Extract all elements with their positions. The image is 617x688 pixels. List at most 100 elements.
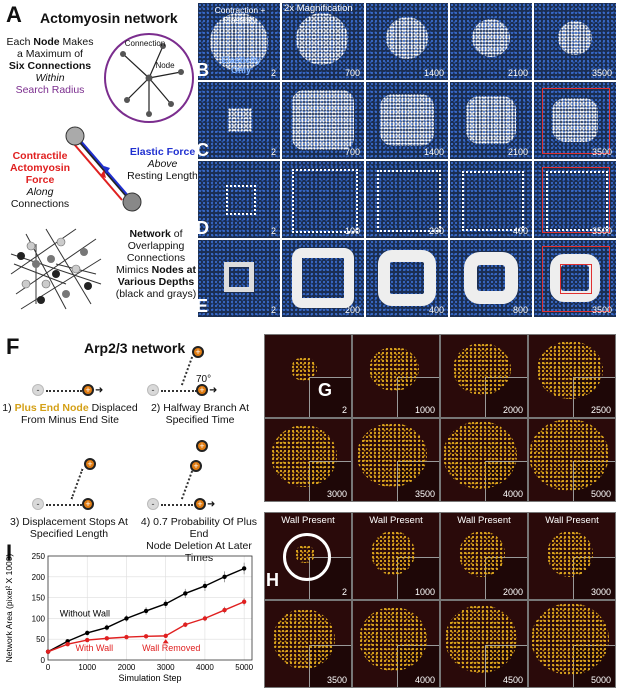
tile-b-2: 700 — [281, 2, 365, 81]
y-tick-label: 150 — [32, 594, 46, 603]
y-tick-label: 100 — [32, 614, 46, 623]
data-point — [104, 625, 110, 630]
minus-node-2: - — [147, 384, 159, 396]
plus-node-4a: + — [194, 498, 206, 510]
y-tick-label: 50 — [36, 635, 45, 644]
data-point — [241, 599, 247, 604]
tile-d-2: 100 — [281, 160, 365, 239]
data-point — [124, 616, 129, 621]
data-point — [85, 637, 90, 643]
step-1-text: 1) Plus End Node Displaced From Minus En… — [2, 402, 138, 426]
network-overlap-text: Network of Overlapping Connections Mimic… — [115, 228, 197, 300]
data-point — [124, 634, 129, 640]
data-point — [202, 616, 208, 621]
node-connection-diagram — [104, 33, 194, 123]
data-point — [222, 574, 227, 579]
elasticity-label: Elasticity Only — [221, 55, 261, 75]
data-point — [45, 649, 51, 654]
tile-g-5: 3000 — [264, 418, 352, 502]
x-axis-label: Simulation Step — [118, 673, 181, 683]
minus-node-4: - — [147, 498, 159, 510]
tile-g-7: 4000 — [440, 418, 528, 502]
tile-e-5: 3500 — [533, 239, 617, 318]
panel-label-d: D — [196, 218, 209, 238]
node-label: Node — [155, 61, 175, 70]
angle-label: 70° — [196, 374, 212, 385]
panel-label-b: B — [196, 60, 209, 80]
x-tick-label: 3000 — [157, 663, 175, 672]
data-point — [143, 634, 149, 639]
tile-g-1: 2 — [264, 334, 352, 418]
actomyosin-title: Actomyosin network — [40, 10, 178, 26]
tile-h-7: 4500 — [440, 600, 528, 688]
plot-frame — [47, 555, 253, 661]
with-wall-label: With Wall — [75, 643, 113, 653]
elastic-force-text: Elastic Force Above Resting Length — [127, 146, 198, 182]
arp23-title: Arp2/3 network — [84, 340, 186, 356]
tile-e-1: 2 — [197, 239, 281, 318]
data-point — [183, 622, 188, 627]
node-rule-text: Each Node Makes a Maximum of Six Connect… — [6, 36, 94, 96]
x-tick-label: 5000 — [235, 663, 253, 672]
panel-label-a: A — [6, 2, 22, 27]
tile-g-6: 3500 — [352, 418, 440, 502]
plus-node-4b: + — [190, 460, 202, 472]
panel-label-c: C — [196, 140, 209, 160]
plus-node-3a: + — [82, 498, 94, 510]
panel-label-f: F — [6, 334, 20, 359]
tile-h-6: 4000 — [352, 600, 440, 688]
tile-c-5: 3500 — [533, 81, 617, 160]
without-wall-label: Without Wall — [60, 608, 110, 618]
plus-node-4c: + — [196, 440, 208, 452]
contraction-label: Contraction + Elasticity — [214, 5, 266, 25]
branch-line-4 — [180, 470, 194, 500]
data-point — [163, 633, 168, 639]
tile-h-5: 3500 — [264, 600, 352, 688]
tile-b-4: 2100 — [449, 2, 533, 81]
data-point — [241, 566, 247, 571]
minus-node-3: - — [32, 498, 44, 510]
connection-label: Connection — [124, 39, 166, 48]
tile-d-3: 200 — [365, 160, 449, 239]
data-point — [85, 630, 90, 636]
tile-h-8: 5000 — [528, 600, 616, 688]
branch-base-line — [161, 390, 197, 392]
tile-g-8: 5000 — [528, 418, 616, 502]
x-tick-label: 1000 — [78, 663, 96, 672]
y-tick-label: 0 — [41, 656, 46, 665]
magnification-label: 2x Magnification — [284, 3, 353, 14]
arrow-4: ➜ — [207, 499, 216, 510]
tile-d-4: 400 — [449, 160, 533, 239]
y-tick-label: 250 — [32, 552, 46, 561]
overlapping-network-diagram — [10, 228, 102, 310]
spring-diagram — [65, 126, 142, 212]
contractile-force-text: Contractile Actomyosin Force Along Conne… — [9, 150, 71, 210]
branch-line-3 — [70, 468, 84, 500]
arrow-1: ➜ — [95, 385, 104, 396]
tile-g-2: 1000 — [352, 334, 440, 418]
arrow-2a: ➜ — [209, 385, 218, 396]
plus-node-2a: + — [196, 384, 208, 396]
plus-node-2b: + — [192, 346, 204, 358]
wall-removed-arrow — [162, 639, 169, 644]
tile-h-1: Wall Present 2 — [264, 512, 352, 600]
wall-removed-label: Wall Removed — [142, 643, 200, 653]
tile-d-1: 2 — [197, 160, 281, 239]
panel-label-h: H — [266, 570, 279, 590]
x-tick-label: 0 — [46, 663, 51, 672]
tile-g-3: 2000 — [440, 334, 528, 418]
data-point — [143, 608, 149, 614]
displacement-line-1 — [46, 390, 82, 392]
data-point — [183, 591, 188, 596]
tile-d-5: 3500 — [533, 160, 617, 239]
data-point — [65, 641, 70, 647]
panel-label-i: I — [6, 540, 13, 565]
tile-c-4: 2100 — [449, 81, 533, 160]
data-point — [104, 636, 110, 641]
x-tick-label: 4000 — [196, 663, 214, 672]
